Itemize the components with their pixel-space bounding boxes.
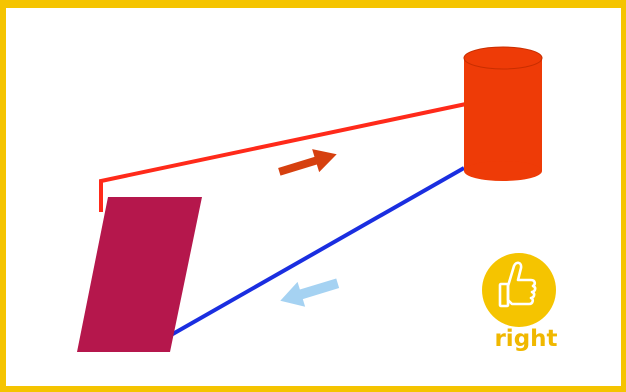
return-pipe-line	[170, 166, 465, 337]
badge-label: right	[494, 326, 558, 352]
flow-arrow-forward	[278, 149, 337, 176]
flow-arrow-back	[280, 278, 340, 307]
thumbs-up-icon	[498, 261, 537, 308]
supply-pipe-line	[99, 102, 467, 212]
badge	[482, 253, 556, 327]
collector-panel	[77, 197, 202, 352]
storage-tank	[463, 46, 543, 181]
